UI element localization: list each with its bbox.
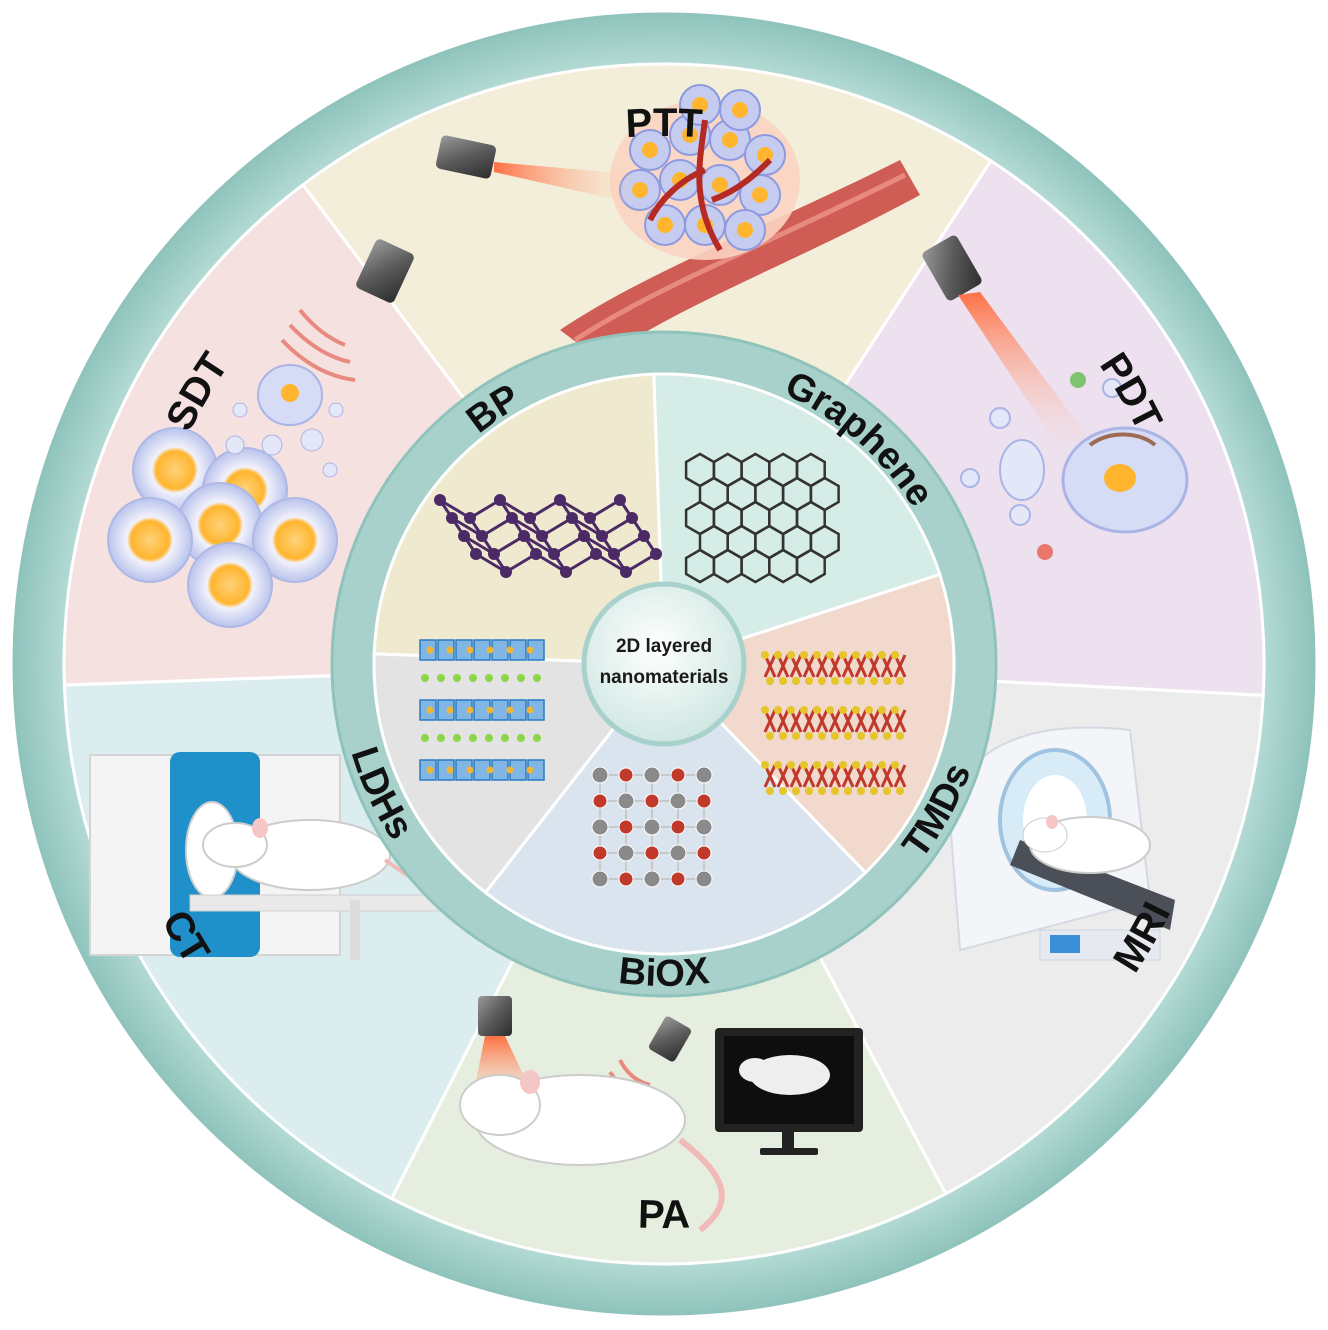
center-circle xyxy=(581,581,747,747)
svg-text:BiOX: BiOX xyxy=(617,950,712,995)
mri-illustration xyxy=(948,726,1175,961)
svg-text:PTT: PTT xyxy=(625,101,704,146)
ptt-illustration xyxy=(436,84,920,360)
bp-structure-illustration xyxy=(434,494,662,578)
laser-emitter-icon xyxy=(436,135,496,179)
ultrasound-probe-icon xyxy=(356,239,414,303)
graphene-structure-illustration xyxy=(684,452,840,584)
center-label-line2: nanomaterials xyxy=(600,667,729,688)
sector-bp xyxy=(372,372,666,666)
ultrasound-probe-icon xyxy=(648,1016,692,1062)
outer-label-ptt: PTT xyxy=(625,101,704,146)
tmds-structure-illustration xyxy=(761,651,907,795)
ldhs-structure-illustration xyxy=(419,639,545,781)
outer-label-pa: PA xyxy=(638,1193,691,1238)
center-label-line1: 2D layered xyxy=(616,636,712,657)
pdt-illustration xyxy=(922,235,1189,560)
laser-emitter-icon xyxy=(922,235,982,301)
inner-label-biox: BiOX xyxy=(617,950,712,995)
sdt-illustration xyxy=(107,239,414,628)
ct-illustration xyxy=(89,752,456,960)
svg-text:PA: PA xyxy=(638,1193,691,1238)
laser-emitter-icon xyxy=(478,996,512,1036)
pa-illustration xyxy=(459,996,863,1233)
biox-structure-illustration xyxy=(591,766,713,888)
